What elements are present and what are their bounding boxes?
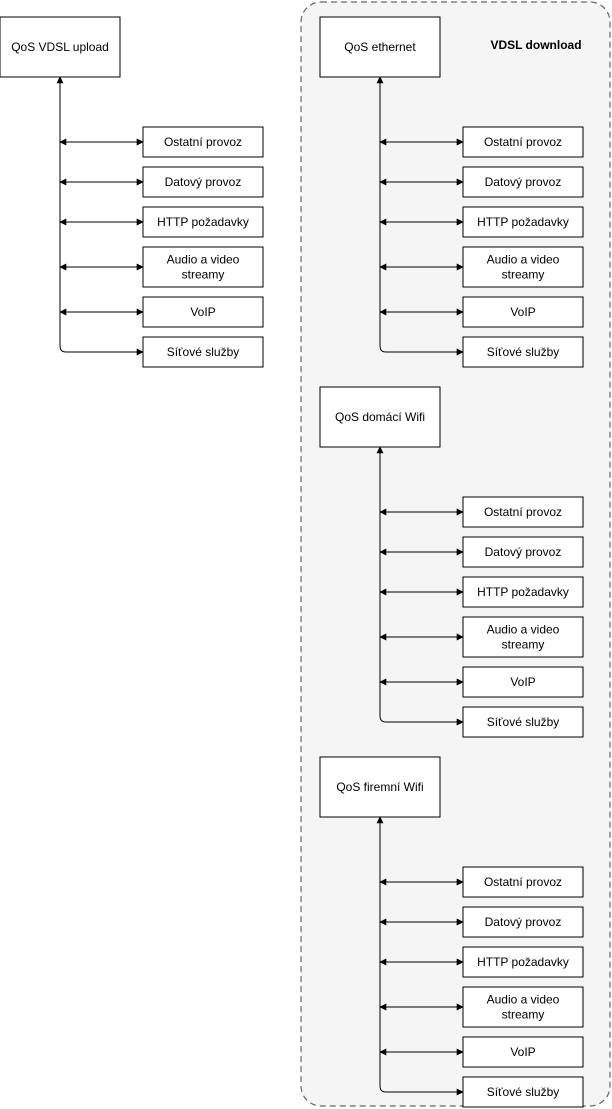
child-label-sitove-sluzby: Síťové služby xyxy=(167,345,240,359)
child-label-datovy-provoz: Datový provoz xyxy=(165,175,242,189)
child-label-audio-a-video-streamy-line-1: Audio a video xyxy=(487,623,560,637)
child-label-http-pozadavky: HTTP požadavky xyxy=(157,215,249,229)
root-label: QoS VDSL upload xyxy=(11,40,109,54)
child-box-audio-a-video-streamy xyxy=(462,616,584,658)
child-label-http-pozadavky: HTTP požadavky xyxy=(477,955,569,969)
child-label-audio-a-video-streamy-line-2: streamy xyxy=(182,268,225,282)
child-label-audio-a-video-streamy-line-1: Audio a video xyxy=(167,253,240,267)
root-box xyxy=(319,386,441,448)
child-box-http-pozadavky xyxy=(462,576,584,608)
child-box-voip xyxy=(142,296,264,328)
child-label-ostatni-provoz: Ostatní provoz xyxy=(484,135,562,149)
root-label: QoS ethernet xyxy=(344,40,416,54)
child-box-sitove-sluzby xyxy=(462,706,584,738)
child-label-http-pozadavky: HTTP požadavky xyxy=(477,585,569,599)
child-label-datovy-provoz: Datový provoz xyxy=(485,545,562,559)
child-box-ostatni-provoz xyxy=(462,866,584,898)
child-box-sitove-sluzby xyxy=(462,1076,584,1108)
root-box xyxy=(0,16,121,78)
child-box-http-pozadavky xyxy=(142,206,264,238)
child-box-voip xyxy=(462,296,584,328)
child-label-audio-a-video-streamy-line-2: streamy xyxy=(502,1008,545,1022)
child-label-voip: VoIP xyxy=(510,675,535,689)
child-label-voip: VoIP xyxy=(190,305,215,319)
child-box-datovy-provoz xyxy=(462,906,584,938)
child-box-audio-a-video-streamy xyxy=(462,246,584,288)
trunk-connector xyxy=(376,816,464,1096)
trunk-connector xyxy=(56,76,144,356)
child-box-voip xyxy=(462,1036,584,1068)
root-label: QoS domácí Wifi xyxy=(335,410,425,424)
child-label-audio-a-video-streamy-line-1: Audio a video xyxy=(487,253,560,267)
child-label-ostatni-provoz: Ostatní provoz xyxy=(164,135,242,149)
child-box-datovy-provoz xyxy=(462,166,584,198)
child-label-datovy-provoz: Datový provoz xyxy=(485,915,562,929)
child-box-audio-a-video-streamy xyxy=(462,986,584,1028)
root-box xyxy=(319,756,441,818)
child-box-datovy-provoz xyxy=(142,166,264,198)
child-box-ostatni-provoz xyxy=(142,126,264,158)
root-box xyxy=(319,16,441,78)
child-box-audio-a-video-streamy xyxy=(142,246,264,288)
child-box-http-pozadavky xyxy=(462,946,584,978)
child-label-sitove-sluzby: Síťové služby xyxy=(487,715,560,729)
vdsl-download-title: VDSL download xyxy=(490,38,581,52)
child-label-sitove-sluzby: Síťové služby xyxy=(487,1085,560,1099)
trunk-connector xyxy=(376,446,464,726)
child-box-voip xyxy=(462,666,584,698)
child-box-sitove-sluzby xyxy=(142,336,264,368)
child-label-datovy-provoz: Datový provoz xyxy=(485,175,562,189)
child-box-http-pozadavky xyxy=(462,206,584,238)
child-label-audio-a-video-streamy-line-2: streamy xyxy=(502,268,545,282)
child-label-ostatni-provoz: Ostatní provoz xyxy=(484,875,562,889)
child-label-http-pozadavky: HTTP požadavky xyxy=(477,215,569,229)
child-box-ostatni-provoz xyxy=(462,126,584,158)
child-label-audio-a-video-streamy-line-2: streamy xyxy=(502,638,545,652)
child-label-voip: VoIP xyxy=(510,1045,535,1059)
child-label-sitove-sluzby: Síťové služby xyxy=(487,345,560,359)
child-box-sitove-sluzby xyxy=(462,336,584,368)
trunk-connector xyxy=(376,76,464,356)
child-label-ostatni-provoz: Ostatní provoz xyxy=(484,505,562,519)
root-label: QoS firemní Wifi xyxy=(336,780,423,794)
child-box-datovy-provoz xyxy=(462,536,584,568)
child-box-ostatni-provoz xyxy=(462,496,584,528)
child-label-voip: VoIP xyxy=(510,305,535,319)
child-label-audio-a-video-streamy-line-1: Audio a video xyxy=(487,993,560,1007)
